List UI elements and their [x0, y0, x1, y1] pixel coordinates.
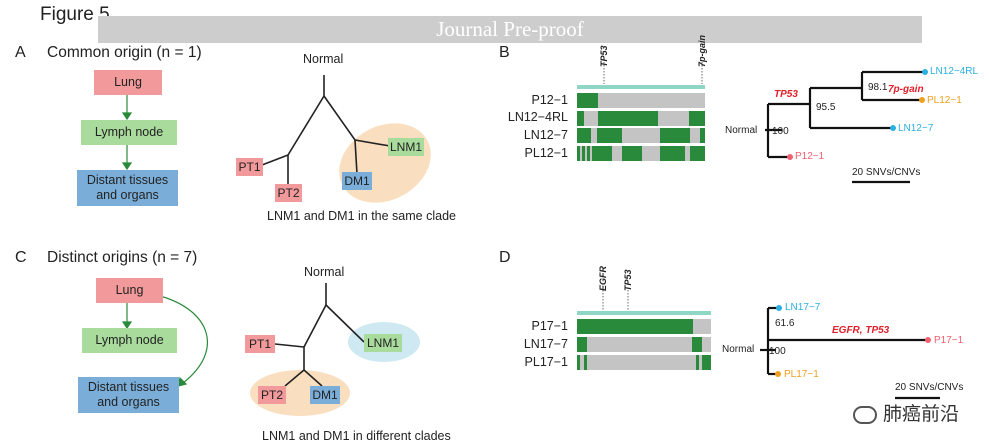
figure-title: Figure 5 — [40, 4, 110, 25]
panel-c-lung-box: Lung — [96, 278, 163, 303]
panel-a-lung-box: Lung — [94, 70, 162, 95]
panel-c-clade-ellipse — [250, 370, 350, 416]
panel-a-letter: A — [15, 44, 26, 61]
panel-d-leaf-pl171: PL17−1 — [784, 369, 819, 380]
panel-b-leaf-ln124rl: LN12−4RL — [930, 66, 979, 77]
panel-b-top-support: 98.1 — [868, 82, 888, 93]
panel-b-inner-support: 95.5 — [816, 102, 836, 113]
panel-a-lnm1: LNM1 — [388, 138, 424, 156]
journal-banner — [98, 16, 922, 43]
panel-c-caption: LNM1 and DM1 in different clades — [262, 429, 451, 443]
panel-b-row-label: LN12−4RL — [507, 110, 568, 124]
panel-d-scale-label: 20 SNVs/CNVs — [895, 382, 964, 393]
panel-b-letter: B — [499, 44, 510, 61]
panel-b-leaf-p121: P12−1 — [795, 151, 825, 162]
panel-d-gene-tp53: TP53 — [623, 269, 633, 291]
panel-b-scale-label: 20 SNVs/CNVs — [852, 167, 921, 178]
panel-c-distant-box: Distant tissues and organs — [78, 377, 179, 413]
panel-a-pt2: PT2 — [275, 184, 302, 202]
panel-c-pt1: PT1 — [245, 335, 275, 353]
watermark-text: 肺癌前沿 — [882, 404, 959, 425]
panel-b-root-label: Normal — [725, 125, 758, 136]
panel-c-tree — [274, 283, 365, 387]
panel-d-heatmap — [577, 290, 711, 370]
panel-a-tree — [261, 75, 391, 186]
panel-a-root-label: Normal — [303, 52, 344, 66]
panel-d-leaf-p171: P17−1 — [934, 335, 964, 346]
panel-c-pt2: PT2 — [258, 386, 286, 404]
panel-d-leaf-ln177: LN17−7 — [785, 302, 821, 313]
panel-b-row-label: LN12−7 — [523, 128, 568, 142]
panel-b-leaf-pl121: PL12−1 — [927, 95, 962, 106]
source-watermark: 肺癌前沿 — [852, 399, 959, 426]
panel-c-letter: C — [15, 249, 27, 266]
panel-d-row-label: P17−1 — [531, 319, 569, 333]
panel-b-row-label: PL12−1 — [524, 146, 568, 160]
panel-b-annotation-7p: 7p-gain — [888, 84, 924, 95]
panel-b-row-label: P12−1 — [531, 93, 569, 107]
panel-d-gene-egfr: EGFR — [598, 265, 608, 291]
panel-a-dm1: DM1 — [342, 172, 372, 190]
panel-a-lymph-box: Lymph node — [81, 120, 177, 145]
panel-a-distant-box: Distant tissues and organs — [77, 170, 178, 206]
panel-a-flow-arrows — [121, 95, 133, 171]
panel-c-root-label: Normal — [304, 265, 345, 279]
panel-b-phylogeny — [765, 70, 925, 184]
panel-d-annotation: EGFR, TP53 — [832, 325, 890, 336]
panel-b-root-support: 100 — [772, 126, 789, 137]
panel-b-annotation-tp53: TP53 — [774, 89, 798, 100]
panel-c-lnm1: LNM1 — [364, 334, 402, 352]
panel-c-title: Distinct origins (n = 7) — [47, 249, 198, 266]
panel-a-caption: LNM1 and DM1 in the same clade — [267, 209, 456, 223]
panel-b-gene-7p: 7p-gain — [697, 34, 707, 67]
panel-a-pt1: PT1 — [236, 158, 263, 176]
panel-b-leaf-ln127: LN12−7 — [898, 123, 934, 134]
panel-d-letter: D — [499, 249, 511, 266]
panel-d-root-label: Normal — [722, 344, 755, 355]
panel-c-dm1: DM1 — [310, 386, 340, 404]
panel-b-gene-tp53: TP53 — [599, 45, 609, 67]
panel-d-row-label: PL17−1 — [524, 355, 568, 369]
panel-d-inner-support: 61.6 — [775, 318, 795, 329]
panel-d-root-support: 100 — [769, 346, 786, 357]
panel-c-flow-arrows — [121, 295, 209, 387]
panel-d-phylogeny — [760, 306, 940, 400]
panel-a-title: Common origin (n = 1) — [47, 44, 202, 61]
panel-b-heatmap — [577, 62, 705, 161]
wechat-icon — [852, 405, 877, 424]
panel-c-lymph-box: Lymph node — [82, 328, 177, 353]
journal-banner-text: Journal Pre-proof — [436, 17, 584, 41]
panel-d-row-label: LN17−7 — [523, 337, 568, 351]
